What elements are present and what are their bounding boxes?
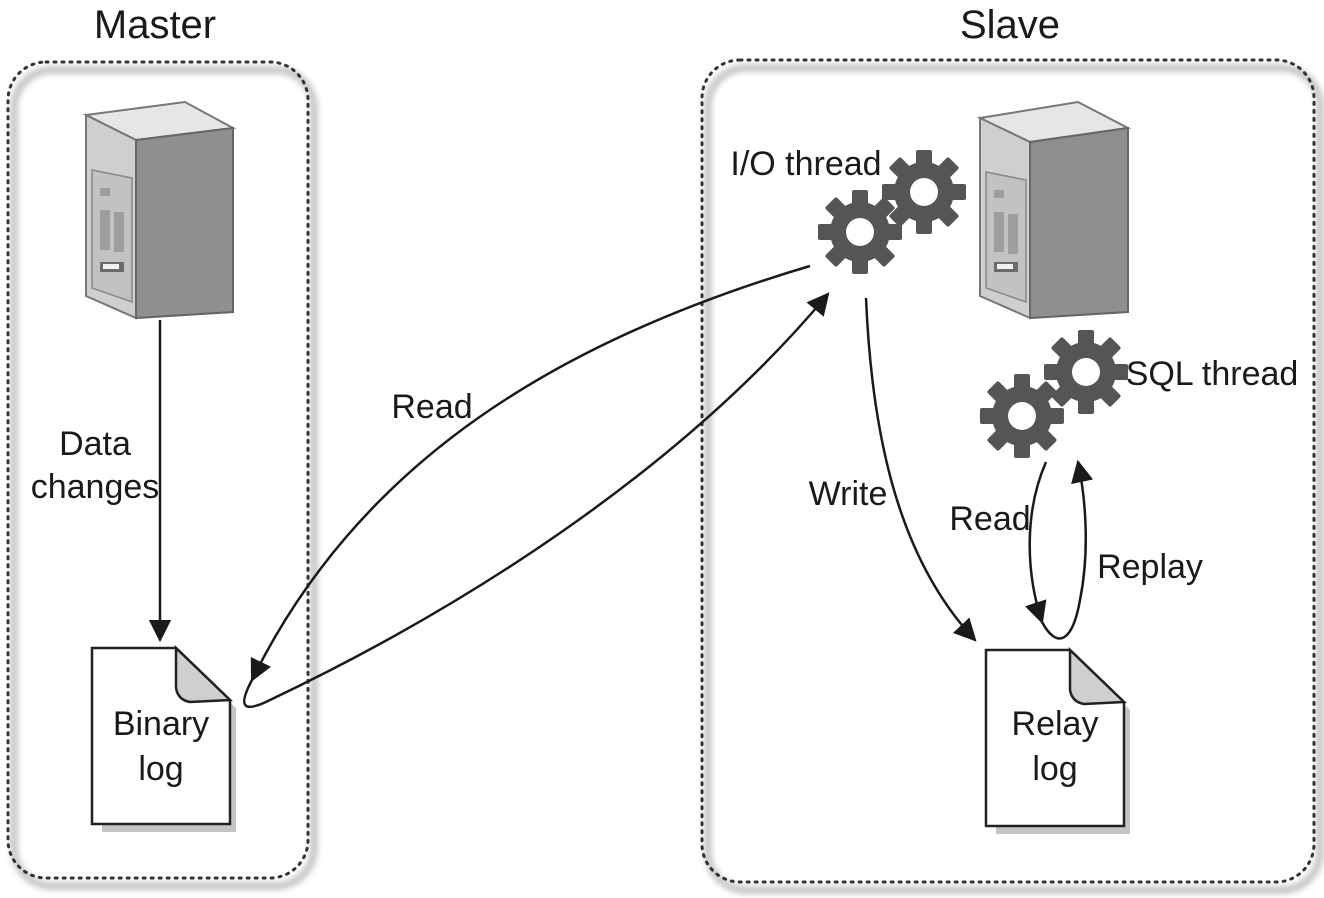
slave-panel: Slave	[700, 3, 1324, 894]
write-label: Write	[809, 475, 888, 513]
read-link-label: Read	[391, 388, 472, 426]
relay-log-label-line1: Relay	[1012, 705, 1099, 743]
replay-label: Replay	[1097, 548, 1203, 586]
sql-thread-label: SQL thread	[1126, 355, 1299, 393]
data-changes-label-line1: Data	[59, 425, 131, 463]
read-link: Read	[242, 264, 830, 709]
sql-read-arrow	[1025, 461, 1048, 625]
relay-log-label-line2: log	[1032, 750, 1077, 788]
io-thread-gears-icon	[818, 150, 966, 274]
write-arrow	[864, 297, 977, 642]
data-changes-label-line2: changes	[31, 468, 160, 506]
binary-log-label-line2: log	[138, 750, 183, 788]
slave-title: Slave	[960, 3, 1060, 47]
master-server-icon	[82, 100, 237, 320]
master-title: Master	[94, 3, 216, 47]
slave-server-icon	[976, 100, 1132, 320]
master-panel: Master Data changes Binary log	[6, 3, 318, 890]
sql-thread-gears-icon	[980, 330, 1128, 458]
io-thread-label: I/O thread	[730, 145, 881, 183]
sql-read-label: Read	[949, 500, 1030, 538]
read-request-arrow	[250, 264, 811, 683]
sql-replay-arrow	[1040, 459, 1094, 640]
relay-log-document: Relay log	[984, 647, 1130, 834]
binary-log-label-line1: Binary	[113, 705, 209, 743]
read-response-arrow	[242, 292, 830, 709]
binary-log-document: Binary log	[90, 645, 236, 832]
